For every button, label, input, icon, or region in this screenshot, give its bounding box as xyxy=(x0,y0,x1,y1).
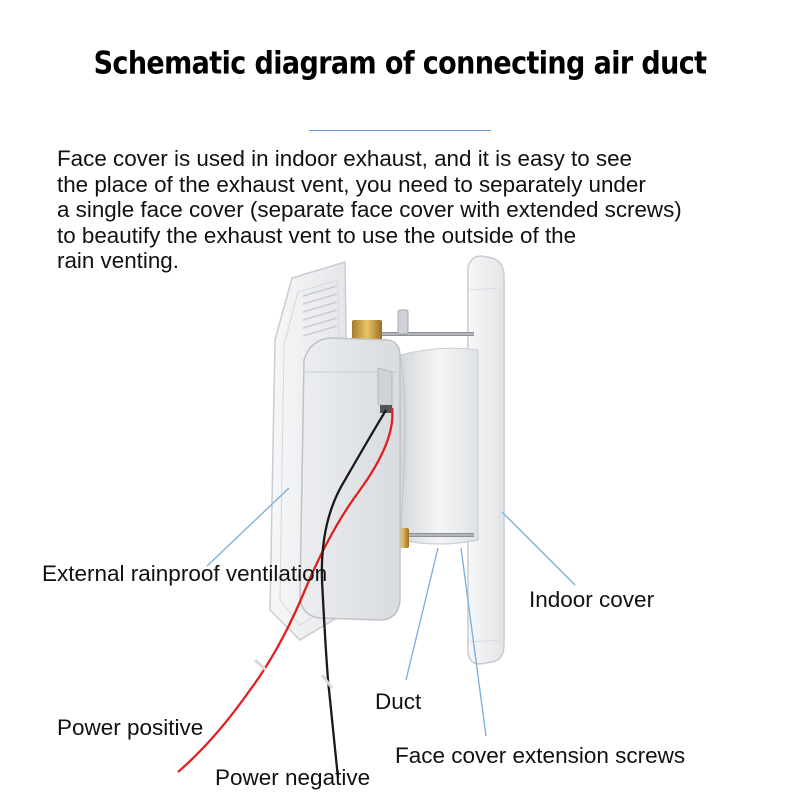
title-underline xyxy=(309,130,491,131)
description-line: a single face cover (separate face cover… xyxy=(57,197,682,222)
fan-housing xyxy=(299,337,401,621)
description-line: rain venting. xyxy=(57,248,179,273)
diagram-title: Schematic diagram of connecting air duct xyxy=(93,46,707,82)
positive-wire xyxy=(177,407,394,773)
description-line: the place of the exhaust vent, you need … xyxy=(57,171,646,197)
brass-standoff-top xyxy=(352,320,382,342)
label-indoor-cover: Indoor cover xyxy=(529,587,655,612)
description-line: Face cover is used in indoor exhaust, an… xyxy=(57,146,633,171)
description-line: to beautify the exhaust vent to use the … xyxy=(57,222,577,248)
power-wires xyxy=(177,407,394,779)
duct-cylinder xyxy=(399,347,479,545)
label-external-rainproof-ventilation: External rainproof ventilation xyxy=(42,561,328,586)
label-power-negative: Power negative xyxy=(215,765,371,790)
description-text: Face cover is used in indoor exhaust, an… xyxy=(57,146,787,274)
negative-wire xyxy=(320,409,387,779)
label-power-positive: Power positive xyxy=(57,715,204,740)
label-leader-lines xyxy=(206,487,576,737)
label-duct: Duct xyxy=(375,689,422,714)
label-face-cover-extension-screws: Face cover extension screws xyxy=(395,743,686,768)
